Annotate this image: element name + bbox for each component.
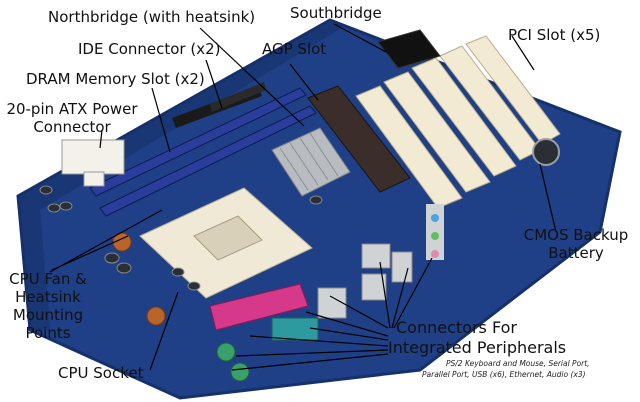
label-cmos-battery: CMOS Backup Battery bbox=[516, 226, 636, 262]
atx-power-latch bbox=[83, 171, 105, 187]
audio-jack-green bbox=[431, 232, 439, 240]
label-northbridge: Northbridge (with heatsink) bbox=[48, 8, 256, 26]
label-peripherals-line1: PS/2 Keyboard and Mouse, Serial Port, bbox=[446, 359, 590, 368]
dram-slot-1 bbox=[89, 87, 307, 197]
label-cpu-socket: CPU Socket bbox=[58, 364, 144, 382]
label-cmos-line1: CMOS Backup bbox=[523, 226, 629, 244]
pci-slot-2 bbox=[383, 71, 491, 193]
serial-port bbox=[271, 317, 319, 341]
heatsink-fins bbox=[279, 132, 339, 191]
southbridge-chip bbox=[377, 29, 441, 69]
label-cmos-line2: Battery bbox=[548, 244, 604, 262]
label-atx-power: 20-pin ATX Power Connector bbox=[2, 100, 142, 136]
ps2-keyboard-port bbox=[216, 342, 236, 362]
cmos-battery bbox=[532, 138, 560, 166]
pci-slot-1 bbox=[355, 85, 463, 209]
atx-power-connector bbox=[61, 139, 125, 175]
label-agp-slot: AGP Slot bbox=[262, 40, 327, 58]
parallel-port bbox=[209, 283, 309, 331]
motherboard-pcb-shading bbox=[18, 20, 345, 330]
leader-lines bbox=[49, 23, 557, 371]
dram-slot-2 bbox=[99, 105, 317, 217]
pci-slot-5 bbox=[465, 35, 561, 145]
usb-ports-1 bbox=[391, 251, 413, 283]
audio-jack-blue bbox=[431, 214, 439, 222]
label-dram-slot: DRAM Memory Slot (x2) bbox=[26, 70, 205, 88]
inductor-coil-1 bbox=[112, 232, 132, 252]
label-pci-slot: PCI Slot (x5) bbox=[508, 26, 601, 44]
usb-ports-3 bbox=[317, 287, 347, 319]
cpu-socket-center bbox=[193, 215, 263, 261]
label-connectors-line2: Integrated Peripherals bbox=[388, 338, 567, 357]
label-connectors-line1: Connectors For bbox=[396, 318, 517, 337]
label-peripherals-line2: Parallel Port, USB (x6), Ethernet, Audio… bbox=[422, 370, 586, 379]
label-southbridge: Southbridge bbox=[290, 4, 382, 22]
label-cpu-fan-line1: CPU Fan & bbox=[9, 270, 87, 288]
ps2-mouse-port bbox=[230, 362, 250, 382]
label-atx-power-line1: 20-pin ATX Power bbox=[6, 100, 138, 118]
label-cpu-fan-line4: Points bbox=[25, 324, 71, 342]
label-ide-connector: IDE Connector (x2) bbox=[78, 40, 221, 58]
ethernet-port bbox=[361, 243, 391, 269]
inductor-coil-2 bbox=[146, 306, 166, 326]
label-atx-power-line2: Connector bbox=[33, 118, 111, 136]
label-cpu-fan-line3: Mounting bbox=[12, 306, 84, 324]
capacitors bbox=[39, 185, 323, 291]
pci-slot-3 bbox=[411, 57, 517, 177]
label-cpu-fan-mounting: CPU Fan & Heatsink Mounting Points bbox=[0, 270, 96, 342]
ide-connector-2 bbox=[210, 82, 266, 112]
audio-jack-pink bbox=[431, 250, 439, 258]
agp-slot bbox=[307, 85, 411, 193]
label-cpu-fan-line2: Heatsink bbox=[15, 288, 81, 306]
